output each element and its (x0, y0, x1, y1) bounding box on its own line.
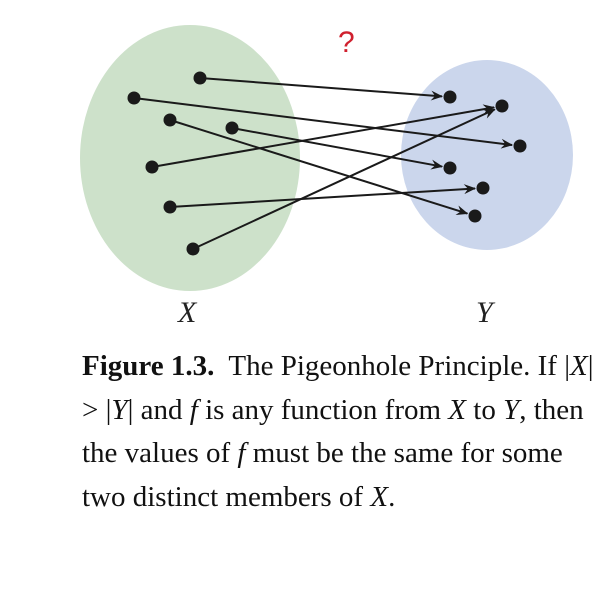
codomain-point (513, 139, 527, 153)
mapping-arrow (169, 184, 477, 208)
caption-text: must be the same for some two distinct m… (82, 437, 563, 513)
caption-text: The Pigeonhole Principle. If | (228, 350, 571, 382)
caption-text: . (388, 480, 396, 513)
codomain-point (476, 181, 490, 195)
var-x: X (570, 350, 588, 382)
figure-label: Figure 1.3. (82, 350, 215, 382)
domain-point (145, 160, 159, 174)
mapping-arrow (151, 104, 496, 168)
var-y: Y (503, 393, 520, 426)
caption-text: | > | (82, 350, 594, 426)
figure-caption: Figure 1.3. The Pigeonhole Principle. If… (82, 345, 602, 519)
var-f: f (189, 393, 198, 426)
caption-text: to (466, 393, 504, 426)
mapping-arrow (192, 108, 496, 250)
mapping-arrow (231, 127, 444, 170)
var-f: f (237, 437, 246, 469)
mapping-arrow (199, 77, 444, 101)
mapping-arrow (169, 119, 469, 216)
domain-point (225, 121, 239, 135)
question-mark: ? (338, 26, 355, 59)
codomain-point (443, 161, 457, 175)
var-y: Y (111, 393, 128, 426)
var-x: X (370, 480, 389, 513)
set-y-region (401, 60, 573, 250)
domain-point (163, 113, 177, 127)
set-y-label: Y (476, 296, 493, 329)
codomain-point (495, 99, 509, 113)
codomain-point (468, 209, 482, 223)
set-x-label: X (178, 296, 197, 329)
domain-point (127, 91, 141, 105)
domain-point (193, 71, 207, 85)
var-x: X (448, 393, 467, 426)
mapping-arrow (133, 97, 514, 149)
caption-text: , then the values of (82, 393, 584, 470)
caption-text: | and (127, 393, 190, 426)
domain-point (163, 200, 177, 214)
domain-point (186, 242, 200, 256)
caption-text: is any function from (197, 393, 449, 426)
codomain-point (443, 90, 457, 104)
